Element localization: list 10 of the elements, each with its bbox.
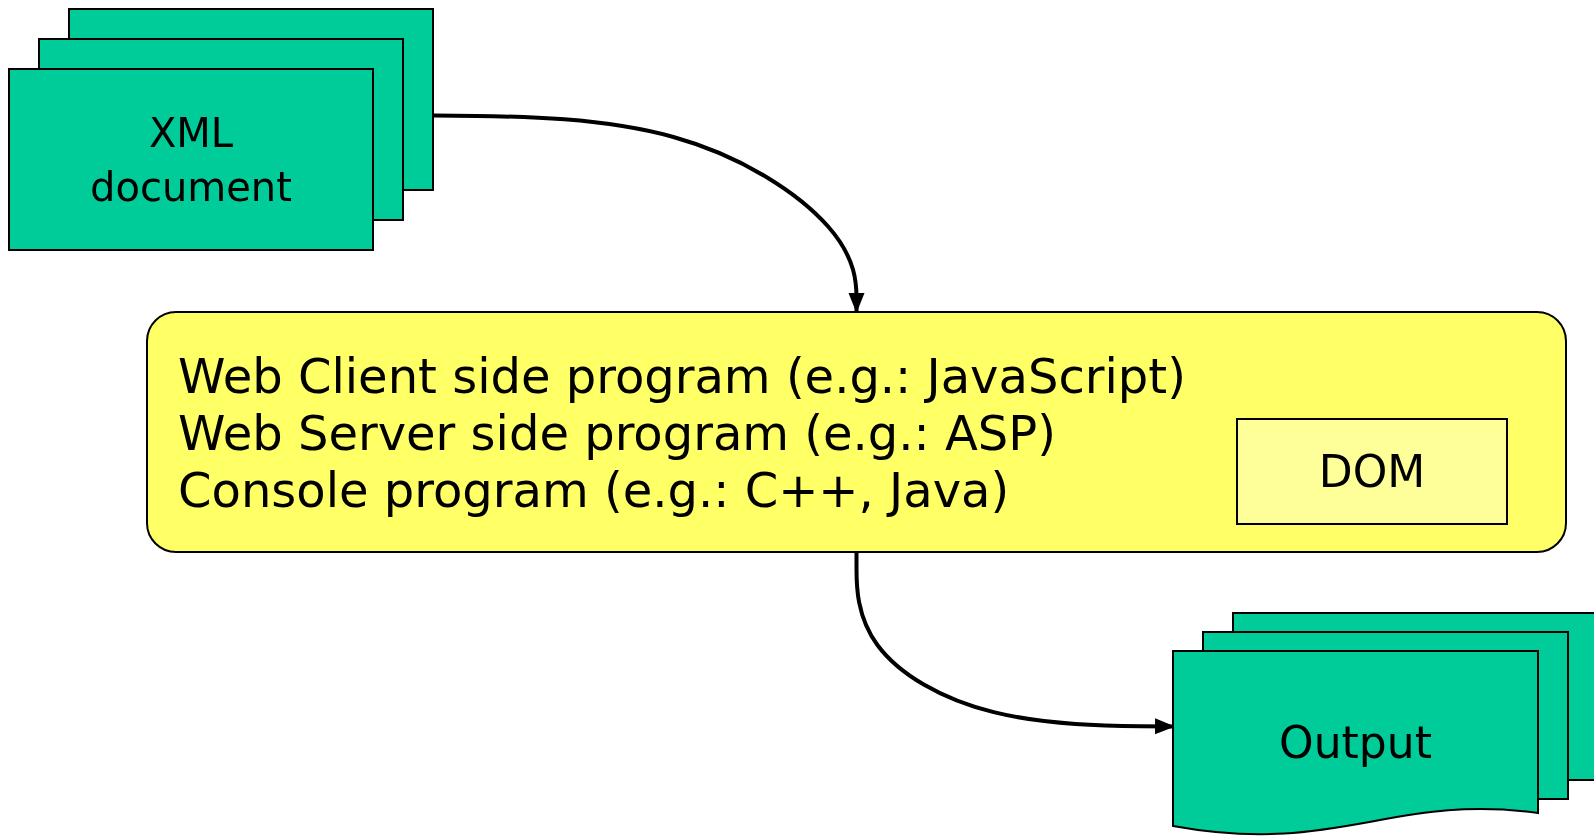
- box-label: DOM: [1318, 446, 1426, 497]
- document-label: XML document: [89, 108, 293, 212]
- program-text: Web Server side program (e.g.: ASP): [178, 404, 1056, 462]
- arrow: [433, 113, 865, 313]
- program-text: Web Client side program (e.g.: JavaScript): [178, 347, 1186, 405]
- document-label: Output: [1279, 716, 1432, 770]
- program-text: Console program (e.g.: C++, Java): [178, 461, 1010, 519]
- process-box: [1236, 418, 1508, 525]
- program-panel: [146, 311, 1567, 553]
- document-stack: [9, 9, 434, 251]
